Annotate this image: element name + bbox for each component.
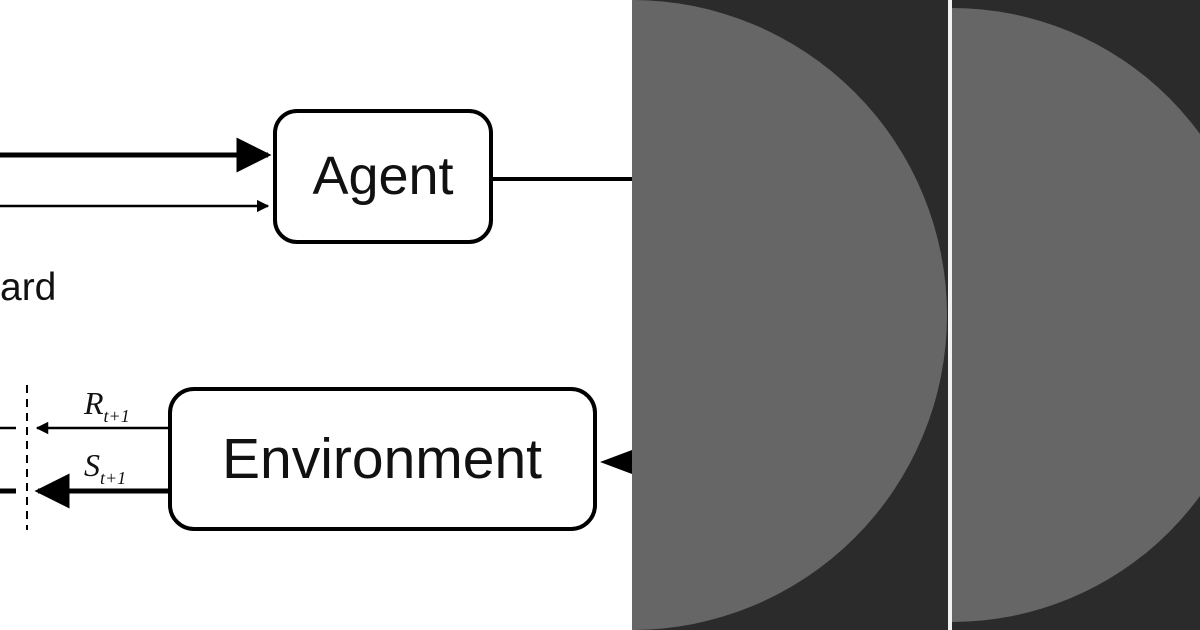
panel-divider xyxy=(948,0,952,630)
environment-label: Environment xyxy=(222,427,542,491)
reward-signal-label: Rt+1 xyxy=(83,385,130,426)
right-half-circle-shape xyxy=(952,8,1200,622)
state-signal-label: St+1 xyxy=(84,447,126,488)
left-dark-panel xyxy=(632,0,948,630)
left-half-circle-shape xyxy=(632,0,947,630)
reward-label-fragment: ard xyxy=(0,266,56,309)
diagram-svg: Agent ard Environment xyxy=(0,109,632,531)
environment-box: Environment xyxy=(168,387,597,531)
action-input-arrowhead xyxy=(600,450,632,474)
agent-environment-diagram: Agent ard Environment xyxy=(0,109,632,531)
agent-box: Agent xyxy=(273,109,493,244)
agent-label: Agent xyxy=(312,146,453,206)
right-dark-panel xyxy=(952,0,1200,630)
